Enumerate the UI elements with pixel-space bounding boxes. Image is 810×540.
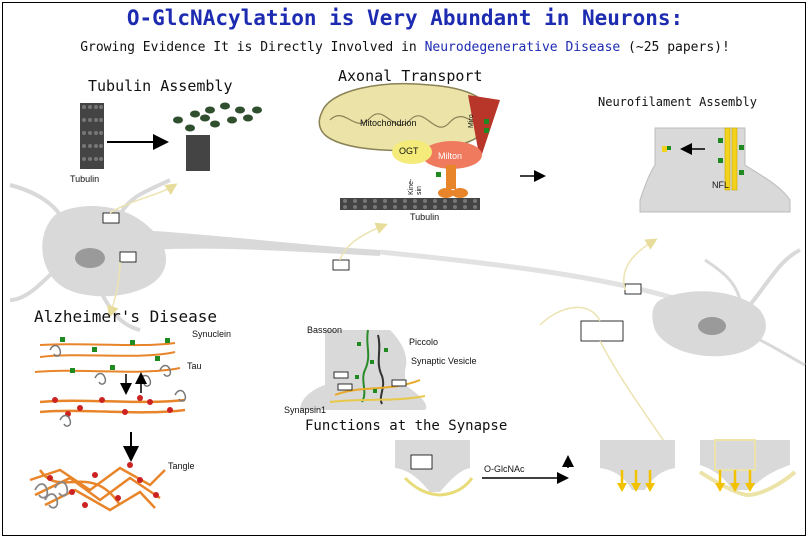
section-alzheimers: Alzheimer's Disease — [34, 307, 218, 326]
nf-monomer — [662, 146, 667, 152]
label-piccolo: Piccolo — [409, 337, 439, 347]
synapse-proteins — [329, 329, 426, 405]
neuron-right — [652, 248, 806, 367]
miro-protein — [468, 95, 500, 160]
tubulin-column — [80, 103, 104, 169]
section-axonal-transport: Axonal Transport — [338, 67, 483, 85]
slide-subtitle: Growing Evidence It is Directly Involved… — [0, 40, 810, 55]
label-kinesin: Kine-sin — [408, 178, 423, 195]
nf-glcnac — [667, 146, 671, 150]
callout-box-ad — [119, 251, 137, 263]
label-synaptic-vesicle: Synaptic Vesicle — [411, 356, 477, 366]
neuron-left — [9, 178, 380, 332]
microtubule-track — [340, 198, 480, 210]
callout-box-synapse — [580, 320, 624, 342]
tubulin-free-dimers — [173, 102, 262, 171]
neurofilament-bundle — [718, 127, 744, 191]
slide-title: O-GlcNAcylation is Very Abundant in Neur… — [126, 6, 684, 30]
synapse-terminal-middle — [600, 440, 675, 492]
section-neurofilament-assembly: Neurofilament Assembly — [598, 95, 757, 109]
callout-lines — [107, 183, 672, 453]
callout-box-tubulin — [102, 212, 120, 224]
presynaptic-terminal — [300, 330, 427, 410]
neurofilament-terminal — [639, 127, 791, 213]
label-milton: Milton — [438, 151, 463, 161]
subtitle-highlight: Neurodegenerative Disease — [424, 40, 621, 55]
label-bassoon: Bassoon — [307, 325, 343, 335]
section-tubulin-assembly: Tubulin Assembly — [88, 77, 233, 95]
label-mitochondrion: Mitochondrion — [360, 118, 417, 128]
callout-box-nf — [624, 283, 642, 295]
axon — [379, 249, 681, 303]
label-tau: Tau — [187, 361, 202, 371]
ogt-protein — [392, 140, 432, 164]
subtitle-pre: Growing Evidence It is Directly Involved… — [80, 40, 425, 55]
transport-glcnac — [436, 119, 489, 177]
label-nfl: NFL — [712, 180, 730, 190]
label-miro: Miro — [468, 114, 475, 128]
kinesin-motor — [438, 165, 468, 198]
label-synapsin: Synapsin1 — [284, 405, 327, 415]
label-oglcnac: O-GlcNAc — [484, 464, 525, 474]
label-tangle: Tangle — [168, 461, 195, 471]
label-ogt: OGT — [399, 146, 419, 156]
synuclein-tau-fibrils — [34, 337, 181, 387]
section-synapse: Functions at the Synapse — [305, 418, 508, 434]
label-tubulin-transport: Tubulin — [410, 212, 440, 222]
label-tubulin-left: Tubulin — [70, 174, 100, 184]
callout-box-transport — [332, 259, 350, 271]
synapse-terminal-right — [698, 439, 797, 498]
subtitle-post: (~25 papers)! — [620, 40, 730, 55]
label-synuclein: Synuclein — [192, 329, 232, 339]
milton-protein — [422, 141, 482, 169]
synapse-release-left — [395, 440, 474, 497]
tau-aggregates — [39, 389, 187, 427]
neurofibrillary-tangle — [29, 462, 166, 512]
